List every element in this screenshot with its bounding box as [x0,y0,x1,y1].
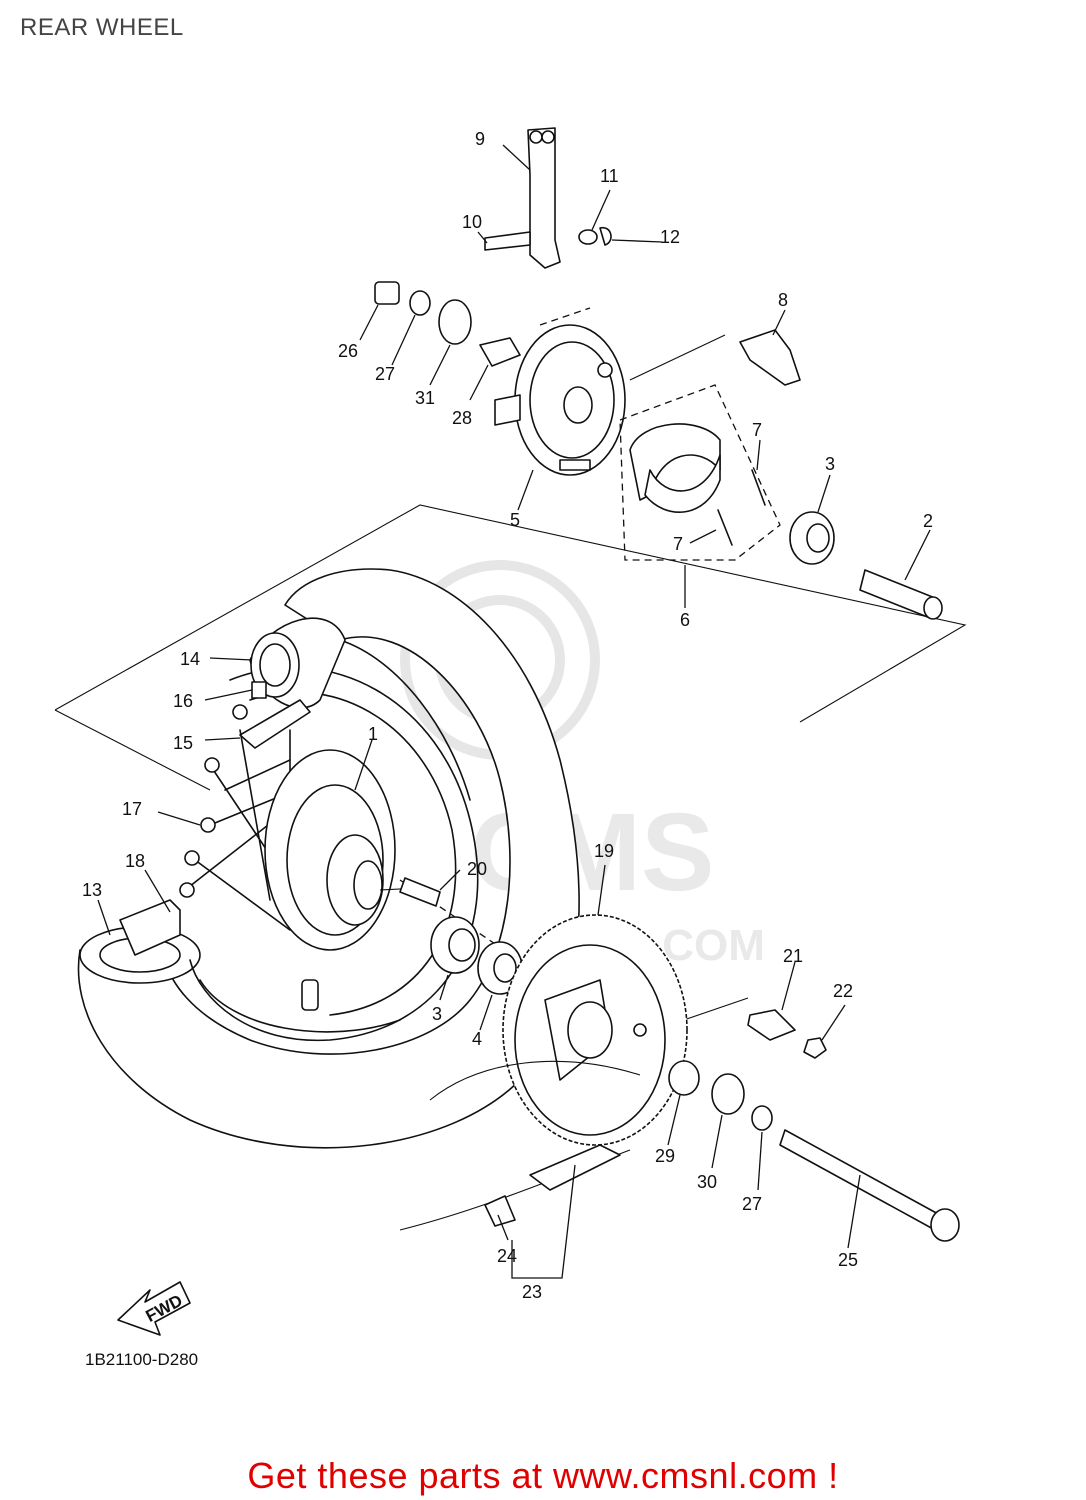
promo-link[interactable]: Get these parts at www.cmsnl.com ! [247,1455,839,1496]
brake-shoe-plate [494,324,626,476]
callout-12: 12 [660,227,680,247]
upper-bearing-and-spacer [789,511,943,620]
callout-11: 11 [600,166,619,186]
callout-17: 17 [122,799,142,819]
callout-6: 6 [680,610,690,630]
sprocket [502,914,688,1146]
tube-and-band [239,617,346,749]
callout-21: 21 [783,946,803,966]
brake-camshaft [739,329,801,386]
callout-10: 10 [462,212,482,232]
callout-7-upper: 7 [752,420,762,440]
exploded-parts-diagram: CMS .COM [54,127,967,1369]
callout-31: 31 [415,388,435,408]
callout-25: 25 [838,1250,858,1270]
callout-2: 2 [923,511,933,531]
callout-30: 30 [697,1172,717,1192]
callout-24: 24 [497,1246,517,1266]
callout-28: 28 [452,408,472,428]
callout-15: 15 [173,733,193,753]
callout-9: 9 [475,129,485,149]
callout-26: 26 [338,341,358,361]
callout-5: 5 [510,510,520,530]
callout-19: 19 [594,841,614,861]
callout-22: 22 [833,981,853,1001]
brake-shoe-kit [619,384,781,561]
callout-4: 4 [472,1029,482,1049]
brake-arm-assembly [484,127,612,269]
fwd-arrow: FWD [117,1281,191,1336]
callout-27-upper: 27 [375,364,395,384]
callout-7-lower: 7 [673,534,683,554]
callout-18: 18 [125,851,145,871]
callout-29: 29 [655,1146,675,1166]
callouts: 9 11 12 10 8 26 27 31 28 5 7 7 3 2 6 14 … [82,129,933,1302]
callout-14: 14 [180,649,200,669]
callout-1: 1 [368,724,378,744]
callout-16: 16 [173,691,193,711]
callout-23: 23 [522,1282,542,1302]
callout-20: 20 [467,859,487,879]
callout-13: 13 [82,880,102,900]
stud-bolt [399,877,441,907]
callout-8: 8 [778,290,788,310]
callout-27-lower: 27 [742,1194,762,1214]
page-title: REAR WHEEL [20,14,184,41]
callout-3-upper: 3 [825,454,835,474]
axle-hardware-upper [374,281,521,367]
tyre [77,568,580,1149]
diagram-code: 1B21100-D280 [85,1350,198,1369]
callout-3-lower: 3 [432,1004,442,1024]
hub-and-spokes [119,704,421,1011]
watermark-site: .COM [650,921,765,970]
leader-lines [97,144,931,1279]
axle-hardware-lower [668,1009,960,1242]
